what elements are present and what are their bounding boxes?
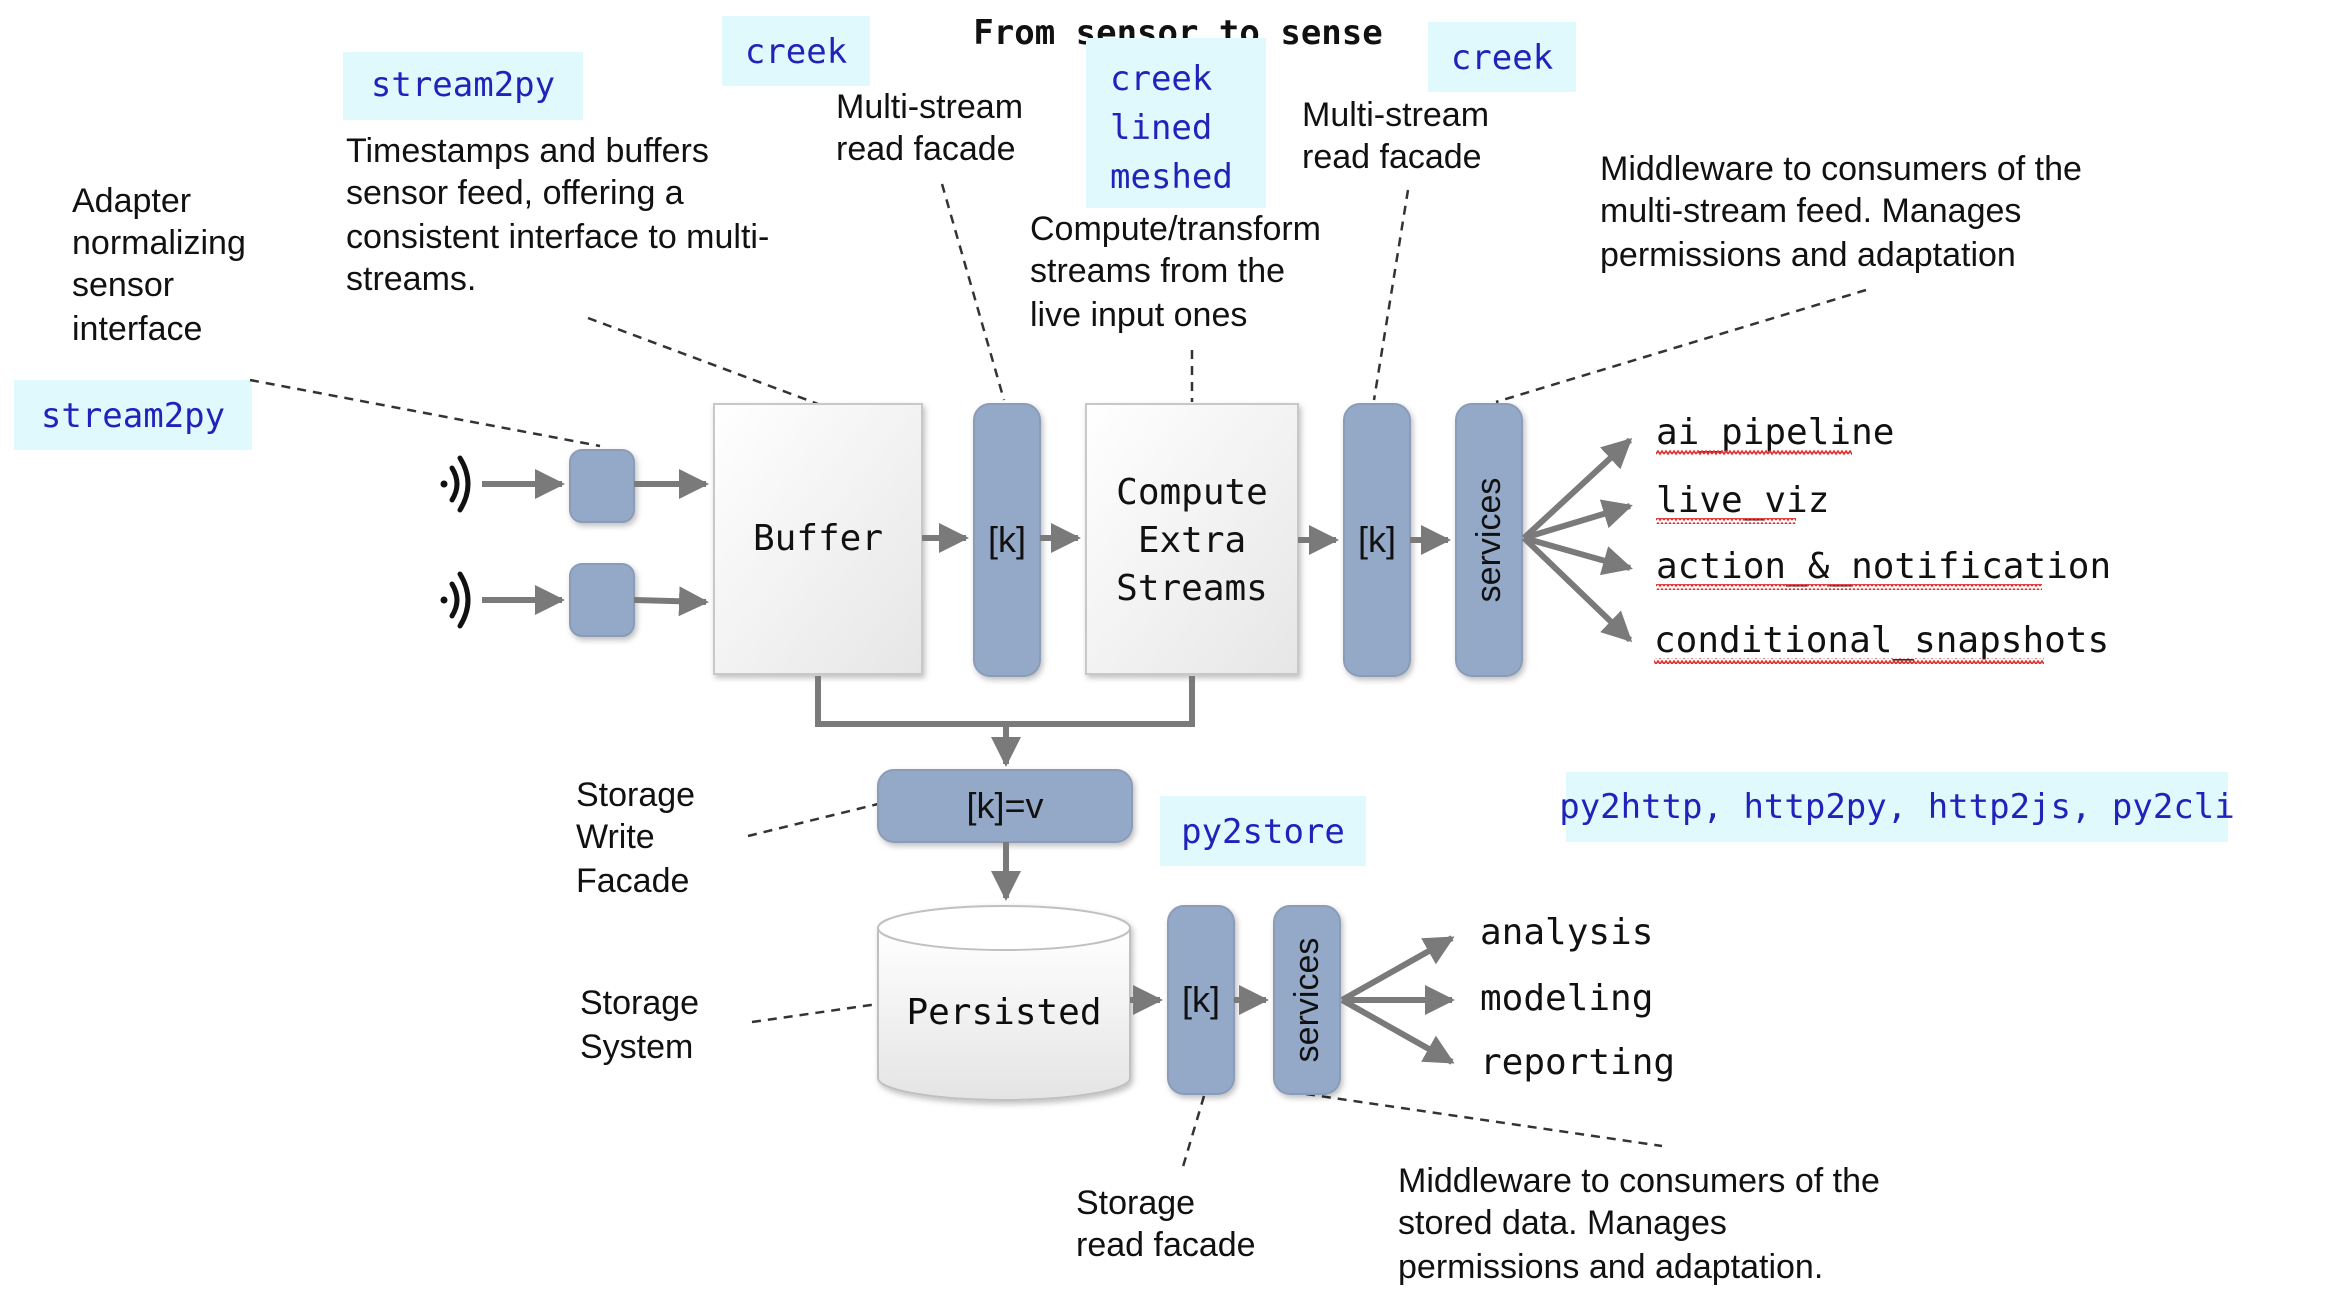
svg-text:[k]=v: [k]=v [966,785,1043,826]
annotation-storage-system: Storage System [580,984,699,1066]
svg-text:sensor: sensor [72,266,174,304]
output-reporting: reporting [1480,1042,1675,1083]
fanout-bottom [1340,935,1455,1065]
svg-text:Compute: Compute [1116,472,1268,513]
annotation-timestamps: Timestamps and buffers sensor feed, offe… [346,132,769,298]
svg-text:Storage: Storage [580,984,699,1022]
output-ai-pipeline: ai_pipeline [1656,412,1894,453]
svg-text:services: services [1288,938,1326,1063]
output-live-viz: live_viz [1656,480,1829,521]
sensor-adapter-1 [569,449,635,523]
services-top: services [1455,403,1523,677]
svg-text:consistent interface to multi-: consistent interface to multi- [346,218,769,256]
svg-text:py2http, http2py, http2js, py2: py2http, http2py, http2js, py2cli [1559,787,2235,827]
storage-connector [815,676,1195,767]
svg-text:lined: lined [1110,108,1212,148]
tag-creek-2: creek [1428,22,1576,92]
svg-text:creek: creek [1451,38,1553,78]
output-list-bottom: analysis modeling reporting [1480,912,1675,1083]
annotation-middleware-bottom: Middleware to consumers of the stored da… [1398,1162,1880,1286]
svg-text:Buffer: Buffer [753,518,883,559]
svg-text:Compute/transform: Compute/transform [1030,210,1321,248]
annotation-multistream-2: Multi-stream read facade [1302,96,1489,176]
compute-extra-streams-box: Compute Extra Streams [1085,403,1299,675]
persisted-cylinder: Persisted [877,905,1131,1101]
flow-arrows [482,469,1451,1015]
read-facade-k-3: [k] [1167,905,1235,1095]
svg-text:Middleware to consumers of the: Middleware to consumers of the [1600,150,2082,188]
svg-text:live input ones: live input ones [1030,296,1247,334]
svg-text:Storage: Storage [576,776,695,814]
svg-text:Timestamps and buffers: Timestamps and buffers [346,132,709,170]
tag-py2store: py2store [1160,796,1366,866]
annotation-middleware-top: Middleware to consumers of the multi-str… [1600,150,2082,274]
svg-text:[k]: [k] [1358,519,1396,560]
buffer-box: Buffer [713,403,923,675]
fanout-top [1521,437,1633,643]
tag-stream2py-top: stream2py [343,52,583,120]
svg-text:Multi-stream: Multi-stream [836,88,1023,126]
svg-text:multi-stream feed. Manages: multi-stream feed. Manages [1600,192,2021,230]
write-facade-kv: [k]=v [877,769,1133,843]
svg-text:interface: interface [72,310,202,348]
svg-text:permissions and adaptation: permissions and adaptation [1600,236,2016,274]
svg-text:stream2py: stream2py [371,65,555,105]
output-modeling: modeling [1480,978,1653,1019]
svg-text:creek: creek [745,32,847,72]
svg-text:services: services [1470,478,1508,603]
svg-text:streams from the: streams from the [1030,252,1285,290]
svg-text:System: System [580,1028,693,1066]
svg-text:Middleware to consumers of the: Middleware to consumers of the [1398,1162,1880,1200]
svg-text:[k]: [k] [1182,979,1220,1020]
svg-text:Write: Write [576,818,655,856]
svg-text:read facade: read facade [1302,138,1482,176]
svg-text:[k]: [k] [988,519,1026,560]
tag-creek-lined-meshed: creek lined meshed [1086,38,1266,208]
svg-text:read facade: read facade [1076,1226,1256,1264]
svg-text:Persisted: Persisted [906,992,1101,1033]
wireless-signal-icon [440,455,471,513]
output-conditional-snapshots: conditional_snapshots [1654,620,2109,661]
svg-text:creek: creek [1110,59,1212,99]
output-list-top: ai_pipeline live_viz action_&_notificati… [1654,412,2111,664]
read-facade-k-2: [k] [1343,403,1411,677]
tag-creek-1: creek [722,16,870,86]
svg-text:stored data. Manages: stored data. Manages [1398,1204,1727,1242]
output-analysis: analysis [1480,912,1653,953]
svg-text:py2store: py2store [1181,812,1345,852]
annotation-multistream-1: Multi-stream read facade [836,88,1023,168]
tag-stream2py-left: stream2py [14,380,252,450]
read-facade-k-1: [k] [973,403,1041,677]
annotation-adapter: Adapter normalizing sensor interface [72,182,246,348]
svg-text:streams.: streams. [346,260,476,298]
svg-text:sensor feed, offering a: sensor feed, offering a [346,174,684,212]
svg-text:Storage: Storage [1076,1184,1195,1222]
svg-text:Extra: Extra [1138,520,1246,561]
wireless-signal-icon [440,571,471,629]
svg-text:permissions and adaptation.: permissions and adaptation. [1398,1248,1823,1286]
svg-text:normalizing: normalizing [72,224,246,262]
output-action-notification: action_&_notification [1656,546,2111,587]
svg-text:Multi-stream: Multi-stream [1302,96,1489,134]
annotation-compute-desc: Compute/transform streams from the live … [1030,210,1321,334]
leader-lines [249,183,1867,1171]
svg-text:stream2py: stream2py [41,396,225,436]
svg-text:meshed: meshed [1110,157,1233,197]
svg-text:Facade: Facade [576,862,689,900]
svg-text:Adapter: Adapter [72,182,191,220]
services-bottom: services [1273,905,1341,1095]
sensor-adapter-2 [569,563,635,637]
svg-text:Streams: Streams [1116,568,1268,609]
svg-text:read facade: read facade [836,130,1016,168]
tag-py2http: py2http, http2py, http2js, py2cli [1559,772,2235,842]
annotation-storage-read: Storage read facade [1076,1184,1256,1264]
annotation-storage-write: Storage Write Facade [576,776,695,900]
